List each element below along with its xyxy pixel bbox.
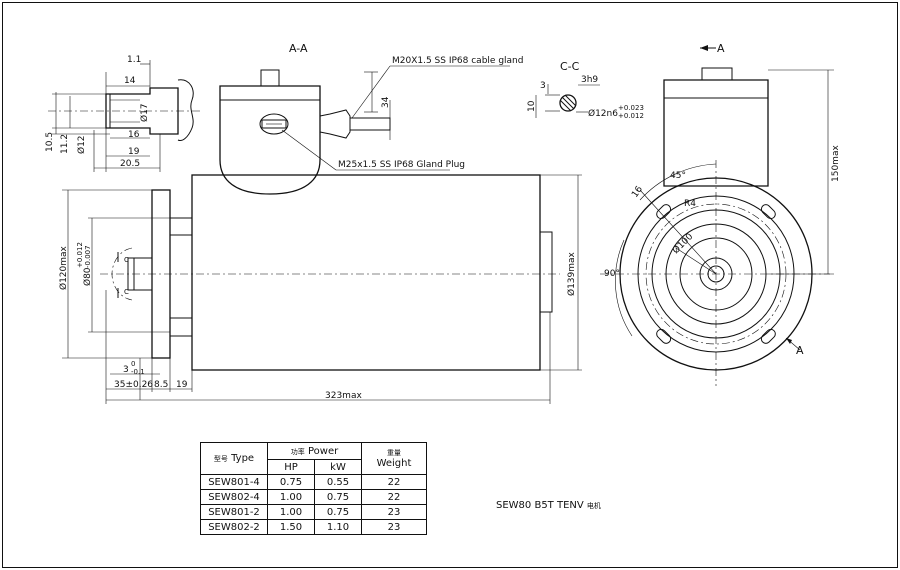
section-label-aa: A-A [289, 42, 308, 55]
table-row: SEW801-4 0.75 0.55 22 [200, 474, 427, 490]
drawing-title: SEW80 B5T TENV 电机 [496, 500, 601, 511]
dim-r4: R4 [684, 199, 696, 209]
cell-type: SEW802-4 [200, 489, 268, 505]
dim-20-5: 20.5 [120, 159, 140, 169]
dim-phi12n6: Ø12n6 [588, 108, 618, 119]
angle-45: 45° [670, 171, 686, 181]
dim-1-1: 1.1 [127, 55, 141, 65]
view-arrow-a: A [717, 42, 725, 55]
dim-3: 3 [123, 365, 129, 375]
cell-type: SEW801-2 [200, 504, 268, 520]
section-label-cc: C-C [560, 60, 580, 73]
dim-8-5: 8.5 [154, 380, 168, 390]
cell-kw: 1.10 [314, 519, 362, 535]
dim-19: 19 [128, 147, 140, 157]
section-mark-c-bottom: C [124, 288, 129, 296]
callout-cable-gland: M20X1.5 SS IP68 cable gland [392, 56, 523, 66]
table-row: SEW801-2 1.00 0.75 23 [200, 504, 427, 520]
header-power: 功率 Power [267, 442, 362, 460]
cell-hp: 1.00 [267, 489, 315, 505]
cell-hp: 0.75 [267, 474, 315, 490]
cell-kw: 0.75 [314, 504, 362, 520]
cell-hp: 1.50 [267, 519, 315, 535]
dim-34: 34 [381, 96, 391, 108]
dim-phi139max: Ø139max [566, 251, 577, 296]
shaft-detail: 1.1 14 16 19 20.5 10.5 11.2 Ø12 Ø17 [45, 55, 200, 172]
section-mark-c-top: C [124, 256, 129, 264]
tol-phi80-upper: +0.012 [76, 242, 84, 268]
header-kw: kW [314, 459, 362, 475]
dim-10-5: 10.5 [45, 132, 55, 152]
angle-90: 90° [604, 269, 620, 279]
cell-weight: 23 [361, 519, 427, 535]
dim-cc-3: 3 [540, 81, 546, 91]
dim-cc-10: 10 [527, 100, 537, 112]
table-row: SEW802-4 1.00 0.75 22 [200, 489, 427, 505]
dim-16-slot: 16 [630, 184, 645, 199]
cell-kw: 0.75 [314, 489, 362, 505]
tol-phi80-lower: -0.007 [84, 245, 92, 268]
cell-type: SEW801-4 [200, 474, 268, 490]
cell-weight: 23 [361, 504, 427, 520]
dim-19-bottom: 19 [176, 380, 188, 390]
motor-end-view: A 150max 45° 90° 16 R4 Ø10 [600, 42, 841, 386]
dim-35: 35±0.26 [114, 380, 153, 390]
cell-weight: 22 [361, 489, 427, 505]
callout-gland-plug: M25x1.5 SS IP68 Gland Plug [338, 160, 465, 170]
dim-phi120max: Ø120max [58, 245, 69, 290]
dim-150max: 150max [831, 145, 841, 182]
dim-14: 14 [124, 76, 136, 86]
dim-phi12: Ø12 [76, 135, 87, 154]
header-hp: HP [267, 459, 315, 475]
table-row: SEW802-2 1.50 1.10 23 [200, 519, 427, 535]
header-type: 型号 Type [200, 442, 268, 475]
cell-weight: 22 [361, 474, 427, 490]
dim-11-2: 11.2 [60, 134, 70, 154]
dim-phi80: Ø80 [82, 267, 93, 286]
tol-3-upper: 0 [131, 360, 135, 368]
dim-3h9: 3h9 [581, 75, 598, 85]
cell-kw: 0.55 [314, 474, 362, 490]
section-cc-detail: C-C 3 3h9 10 Ø12n6 +0.023 +0.012 [527, 60, 644, 120]
tol-phi12n6-lower: +0.012 [618, 112, 644, 120]
dim-16: 16 [128, 130, 140, 140]
tol-phi12n6-upper: +0.023 [618, 104, 644, 112]
dim-phi17: Ø17 [139, 103, 150, 122]
cell-type: SEW802-2 [200, 519, 268, 535]
tol-3-lower: -0.1 [131, 368, 145, 376]
dim-323max: 323max [325, 391, 362, 401]
cell-hp: 1.00 [267, 504, 315, 520]
section-arrow-a: A [796, 344, 804, 357]
motor-side-view: 34 C C Ø120max Ø80 +0.012 -0.007 Ø139max [58, 42, 582, 404]
